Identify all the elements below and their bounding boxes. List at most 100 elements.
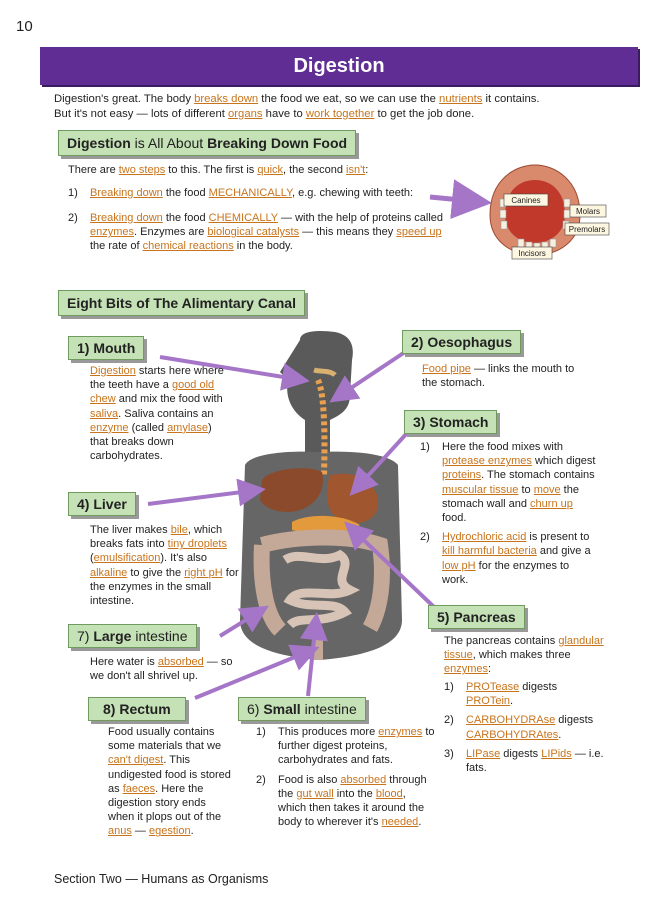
link-biological-catalysts[interactable]: biological catalysts <box>207 226 300 239</box>
label-pancreas: 5) Pancreas <box>428 605 525 629</box>
step-1: 1)Breaking down the food MECHANICALLY, e… <box>68 187 414 199</box>
label-large-intestine: 7) Large intestine <box>68 624 197 648</box>
label-oesophagus: 2) Oesophagus <box>402 330 522 354</box>
teeth-arrow <box>429 179 492 220</box>
label-mouth: 1) Mouth <box>68 336 145 360</box>
page-number: 10 <box>16 18 33 35</box>
link-anus[interactable]: anus <box>108 825 132 838</box>
liver-arrow <box>147 478 266 507</box>
mouth-cavity <box>313 367 337 377</box>
small-intestine-list: 1)This produces more enzymes to further … <box>256 725 436 834</box>
label-stomach: 3) Stomach <box>404 410 498 434</box>
link-carbohydrates[interactable]: CARBOHYDRAtes <box>466 728 559 741</box>
incisors-label: Incisors <box>518 249 546 258</box>
link-enzyme[interactable]: enzyme <box>90 421 129 434</box>
link-bile[interactable]: bile <box>170 524 188 536</box>
link-proteins[interactable]: proteins <box>442 469 482 482</box>
link-faeces[interactable]: faeces <box>122 782 156 795</box>
link-protease[interactable]: PROTease <box>466 681 520 693</box>
link-food-pipe[interactable]: Food pipe <box>422 363 471 375</box>
link-absorbed-small[interactable]: absorbed <box>340 773 387 786</box>
stomach-arrow <box>349 430 410 496</box>
link-kill-harmful-bacteria[interactable]: kill harmful bacteria <box>442 545 537 558</box>
link-carbohydrase[interactable]: CARBOHYDRAse <box>466 714 556 727</box>
large-intestine-arrow <box>218 605 269 638</box>
link-right-ph[interactable]: right pH <box>184 566 223 579</box>
link-churn-up[interactable]: churn up <box>530 497 573 510</box>
liver-text: The liver makes bile, which breaks fats … <box>90 524 239 608</box>
small-intestine-item-1: 1)This produces more enzymes to further … <box>256 726 435 767</box>
oesophagus-arrow <box>329 350 407 403</box>
rectum-text: Food usually contains some materials tha… <box>108 726 231 838</box>
stomach-list: 1)Here the food mixes with protease enzy… <box>420 440 596 592</box>
footer-section: Section Two — Humans as Organisms <box>54 872 269 886</box>
small-intestine-organ <box>282 549 361 629</box>
link-move[interactable]: move <box>533 483 561 496</box>
link-two-steps[interactable]: two steps <box>118 164 166 176</box>
link-alkaline[interactable]: alkaline <box>90 566 128 579</box>
link-breaks-down[interactable]: breaks down <box>194 93 259 105</box>
link-amylase[interactable]: amylase <box>167 421 209 434</box>
link-emulsification[interactable]: emulsification <box>93 552 161 565</box>
step-2: 2)Breaking down the food CHEMICALLY — wi… <box>68 212 444 253</box>
section-heading-alimentary-canal: Eight Bits of The Alimentary Canal <box>58 290 305 316</box>
steps-intro: There are two steps to this. The first i… <box>68 164 369 176</box>
link-chemically[interactable]: CHEMICALLY <box>208 212 278 224</box>
link-tiny-droplets[interactable]: tiny droplets <box>167 538 227 551</box>
link-quick[interactable]: quick <box>257 164 284 176</box>
link-low-ph[interactable]: low pH <box>442 559 476 572</box>
pancreas-intro: The pancreas contains glandular tissue, … <box>444 635 604 676</box>
link-lipase[interactable]: LIPase <box>466 747 501 760</box>
link-hydrochloric-acid[interactable]: Hydrochloric acid <box>442 531 527 544</box>
page-title: Digestion <box>40 47 638 85</box>
link-glandular-tissue[interactable]: glandular tissue <box>444 635 604 662</box>
link-absorbed-large[interactable]: absorbed <box>157 656 204 668</box>
link-lipids[interactable]: LIPids <box>541 747 572 760</box>
link-work-together[interactable]: work together <box>305 108 375 120</box>
link-egestion[interactable]: egestion <box>148 825 191 838</box>
large-intestine-organ <box>253 529 390 636</box>
pancreas-arrow <box>344 521 436 609</box>
pancreas-item-3: 3)LIPase digests LIPids — i.e. fats. <box>444 747 604 775</box>
mouth-text: Digestion starts here where the teeth ha… <box>90 365 224 463</box>
oesophagus-tube <box>315 378 328 476</box>
link-blood[interactable]: blood <box>375 787 403 800</box>
pancreas-item-2: 2)CARBOHYDRAse digests CARBOHYDRAtes. <box>444 714 594 741</box>
link-enzymes-small[interactable]: enzymes <box>378 726 423 738</box>
link-nutrients[interactable]: nutrients <box>439 93 483 105</box>
premolars-label: Premolars <box>569 225 605 234</box>
link-breaking-down-2[interactable]: Breaking down <box>90 212 163 224</box>
link-isnt[interactable]: isn't <box>346 164 366 176</box>
canines-label: Canines <box>511 196 540 205</box>
small-intestine-item-2: 2)Food is also absorbed through the gut … <box>256 773 427 829</box>
link-muscular-tissue[interactable]: muscular tissue <box>442 483 519 496</box>
link-protein[interactable]: PROTein <box>466 695 511 708</box>
molars-label: Molars <box>576 207 600 216</box>
link-chemical-reactions[interactable]: chemical reactions <box>142 240 234 253</box>
link-enzymes[interactable]: enzymes <box>90 226 135 239</box>
link-gut-wall[interactable]: gut wall <box>296 787 334 800</box>
link-cant-digest[interactable]: can't digest <box>108 754 164 767</box>
pancreas-item-1: 1)PROTease digests PROTein. <box>444 681 558 708</box>
stomach-item-2: 2)Hydrochloric acid is present to kill h… <box>420 531 591 586</box>
link-mechanically[interactable]: MECHANICALLY <box>208 187 292 199</box>
large-intestine-text: Here water is absorbed — so we don't all… <box>90 656 233 683</box>
teeth-illustration: Canines Molars Premolars Incisors <box>429 164 610 260</box>
rectum-arrow <box>194 644 320 700</box>
pancreas-organ <box>292 515 360 534</box>
link-organs[interactable]: organs <box>228 108 263 120</box>
link-saliva[interactable]: saliva <box>90 407 119 420</box>
intro-paragraph: Digestion's great. The body breaks down … <box>54 93 540 120</box>
link-protease-enzymes[interactable]: protease enzymes <box>442 455 532 468</box>
label-small-intestine: 6) Small intestine <box>238 697 366 721</box>
liver-organ <box>260 468 323 512</box>
link-speed-up[interactable]: speed up <box>396 226 442 239</box>
mouth-arrow <box>159 355 310 391</box>
link-breaking-down-1[interactable]: Breaking down <box>90 187 163 199</box>
link-enzymes-pancreas[interactable]: enzymes <box>444 663 489 676</box>
link-good-old-chew[interactable]: good old chew <box>90 379 215 406</box>
link-digestion[interactable]: Digestion <box>90 365 136 377</box>
link-needed[interactable]: needed <box>381 816 419 829</box>
canines-label-box <box>503 193 549 207</box>
